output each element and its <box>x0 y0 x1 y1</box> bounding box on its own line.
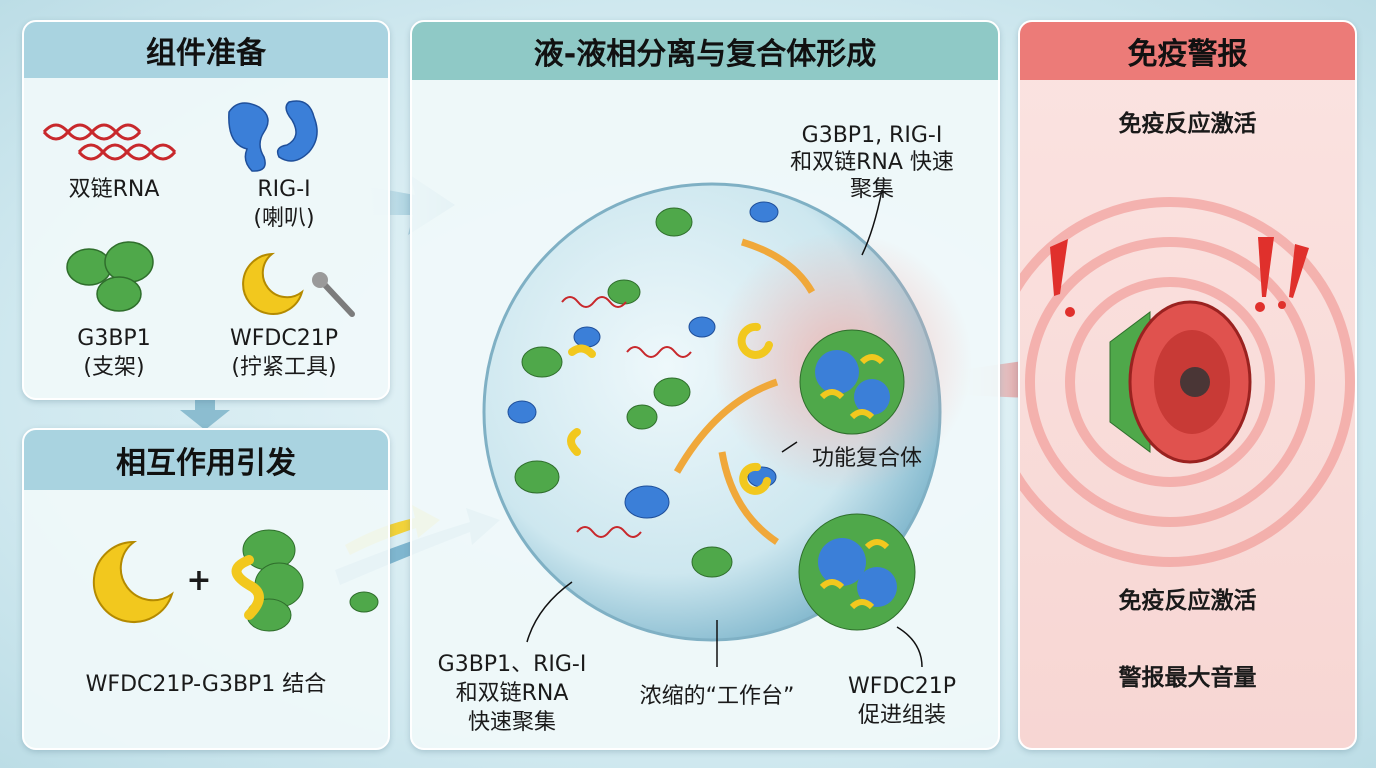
alarm-caption-1: 免疫反应激活 <box>1118 588 1257 614</box>
panel-components: 组件准备 双链RNA RIG-I (喇叭) G3BP1 (支架) WFDC21P… <box>22 20 390 400</box>
interaction-caption: WFDC21P-G3BP1 结合 <box>85 672 327 697</box>
annotation-bottom-left: G3BP1、RIG-I 和双链RNA 快速聚集 <box>422 650 602 737</box>
annotation-line: 和双链RNA <box>455 681 569 706</box>
panel-phase-separation: 液-液相分离与复合体形成 <box>410 20 1000 750</box>
annotation-functional-complex: 功能复合体 <box>811 446 922 471</box>
wfdc21p-icon <box>242 252 304 315</box>
alarm-caption-2: 警报最大音量 <box>1118 665 1257 691</box>
rig-i-icon <box>228 100 318 172</box>
scattered-rna <box>561 296 692 538</box>
scattered-g3bp1 <box>514 207 733 578</box>
label-rig-i: RIG-I <box>257 177 311 202</box>
g3bp1-icon <box>66 241 154 312</box>
label-g3bp1: G3BP1 <box>77 326 151 351</box>
arrow-down <box>180 398 230 430</box>
sound-waves <box>1020 197 1355 567</box>
panel-alarm-title: 免疫警报 <box>1020 22 1355 80</box>
annotation-top: G3BP1, RIG-I 和双链RNA 快速 聚集 <box>752 122 992 203</box>
annotation-top-line: 和双链RNA 快速 <box>790 150 954 175</box>
plus-sign: + <box>186 563 212 598</box>
annotation-top-line: 聚集 <box>849 177 894 202</box>
exclamation-icon <box>1050 237 1309 317</box>
scattered-wfdc21p <box>567 322 773 495</box>
rna-icon <box>42 123 177 161</box>
assembled-complex-icon <box>798 513 916 631</box>
panel-interaction-title: 相互作用引发 <box>24 430 388 490</box>
annotation-bottom-right: WFDC21P 促进组装 <box>817 672 987 730</box>
scattered-rig-i <box>507 201 779 519</box>
annotation-workbench: 浓缩的“工作台” <box>639 684 795 709</box>
label-rig-i-role: (喇叭) <box>253 206 315 231</box>
speaker-icon <box>1109 300 1252 464</box>
label-g3bp1-role: (支架) <box>83 355 145 380</box>
label-rna: 双链RNA <box>68 177 160 202</box>
g3bp1-small-icon <box>349 591 379 613</box>
annotation-line: WFDC21P <box>848 674 956 699</box>
label-wfdc21p-role: (拧紧工具) <box>231 355 337 380</box>
annotation-line: 促进组装 <box>857 703 946 728</box>
annotation-line: G3BP1、RIG-I <box>437 652 587 677</box>
annotation-line: 快速聚集 <box>467 710 556 735</box>
panel-immune-alarm: 免疫警报 免疫反应激活 免疫反应激活 警报最大音量 <box>1018 20 1357 750</box>
g3bp1-wfdc21p-complex-icon <box>231 529 304 632</box>
alarm-subtitle: 免疫反应激活 <box>1118 111 1257 137</box>
panel-phase-title: 液-液相分离与复合体形成 <box>412 22 998 80</box>
panel-interaction: 相互作用引发 + WFDC21P-G3BP1 结合 <box>22 428 390 750</box>
label-wfdc21p: WFDC21P <box>230 326 338 351</box>
assembly-arrows <box>673 238 816 545</box>
wrench-icon <box>321 281 355 317</box>
annotation-leaders <box>526 189 923 668</box>
annotation-top-line: G3BP1, RIG-I <box>801 123 943 148</box>
wfdc21p-icon <box>92 540 174 623</box>
panel-components-title: 组件准备 <box>24 22 388 78</box>
functional-complex-icon <box>799 329 905 435</box>
wrench-head <box>312 272 328 288</box>
